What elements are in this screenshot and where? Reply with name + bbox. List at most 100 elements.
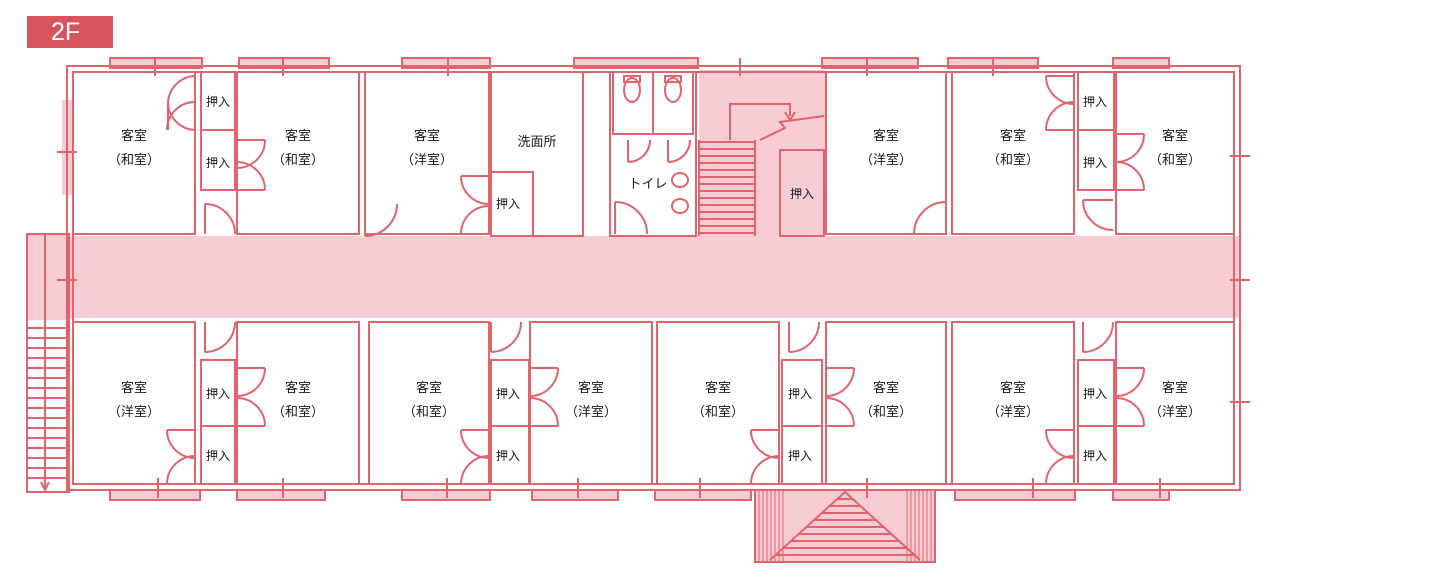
guest-room-south	[825, 321, 947, 485]
closet	[1077, 129, 1115, 191]
west-stair-frame	[26, 233, 70, 493]
door-swing	[166, 455, 196, 485]
door-swing	[236, 367, 266, 397]
door-swing	[750, 455, 780, 485]
toilet-label: トイレ	[628, 177, 667, 192]
door-swing	[167, 101, 196, 131]
room-label-guest: 客室	[873, 380, 899, 396]
door-swing	[1115, 133, 1145, 163]
room-label-guest: 客室	[121, 380, 147, 396]
porch-step	[758, 490, 932, 562]
room-label-guest: 客室	[1162, 128, 1188, 144]
porch-step	[754, 490, 936, 562]
toilet-tank	[664, 75, 682, 83]
room-label-type: （洋室）	[401, 152, 453, 168]
closet-label: 押入	[1083, 95, 1107, 109]
guest-room-north	[1115, 71, 1235, 235]
closet-label: 押入	[788, 387, 812, 401]
closet	[200, 425, 236, 485]
room-label-type: （洋室）	[565, 404, 617, 420]
door-swing	[788, 321, 820, 353]
balcony-south	[531, 489, 619, 501]
room-label-type: （洋室）	[108, 404, 160, 420]
room-label-guest: 客室	[1162, 380, 1188, 396]
guest-room-south	[236, 321, 360, 485]
door-swing	[460, 429, 490, 459]
washroom-label: 洗面所	[517, 135, 556, 150]
door-swing	[825, 367, 855, 397]
door-swing	[236, 161, 266, 191]
closet-label: 押入	[496, 449, 520, 463]
room-label-type: （和室）	[272, 404, 324, 420]
door-swing	[913, 201, 947, 235]
porch-step	[778, 490, 912, 562]
room-label-guest: 客室	[414, 128, 440, 144]
closet-label: 押入	[790, 187, 814, 201]
door-swing	[1115, 161, 1145, 191]
balcony-south	[236, 489, 326, 501]
door-swing	[166, 429, 196, 459]
room-label-type: （和室）	[272, 152, 324, 168]
porch-roof	[769, 490, 921, 561]
balcony-north	[573, 57, 699, 69]
door-swing	[460, 175, 490, 205]
urinal	[671, 198, 689, 214]
porch-step	[762, 490, 928, 562]
guest-room-north	[236, 71, 360, 235]
room-label-guest: 客室	[578, 380, 604, 396]
guest-room-north	[825, 71, 947, 235]
closet	[779, 149, 825, 237]
door-swing	[1115, 367, 1145, 397]
toilet-bowl	[664, 77, 682, 103]
closet-label: 押入	[1083, 449, 1107, 463]
room-label-guest: 客室	[1000, 128, 1026, 144]
room-label-type: （洋室）	[987, 404, 1039, 420]
closet-label: 押入	[1083, 156, 1107, 170]
floor-badge: 2F	[27, 16, 113, 48]
room-label-type: （和室）	[403, 404, 455, 420]
toilet-tank	[623, 75, 641, 83]
closet-label: 押入	[1083, 387, 1107, 401]
room-label-guest: 客室	[285, 380, 311, 396]
door-swing	[529, 367, 559, 397]
door-swing	[236, 139, 266, 169]
door-swing	[750, 429, 780, 459]
room-label-guest: 客室	[873, 128, 899, 144]
closet-label: 押入	[206, 156, 230, 170]
room-label-guest: 客室	[121, 128, 147, 144]
door-swing	[1082, 199, 1114, 231]
closet	[490, 425, 530, 485]
door-swing	[1045, 101, 1075, 131]
door-swing	[627, 139, 651, 163]
door-swing	[529, 397, 559, 427]
room-label-type: （和室）	[108, 152, 160, 168]
guest-room-north	[951, 71, 1075, 235]
guest-room-north	[364, 71, 490, 235]
guest-room-south	[951, 321, 1075, 485]
corridor	[67, 236, 1240, 318]
door-swing	[1045, 75, 1075, 105]
balcony-north	[821, 57, 919, 69]
room-label-guest: 客室	[705, 380, 731, 396]
closet-label: 押入	[206, 387, 230, 401]
stair-arrow-head	[40, 481, 50, 493]
door-swing	[1115, 397, 1145, 427]
room-label-guest: 客室	[285, 128, 311, 144]
room-label-type: （和室）	[692, 404, 744, 420]
door-swing	[364, 203, 398, 237]
stair-landing-west	[27, 234, 69, 320]
porch-step	[774, 490, 916, 562]
urinal	[671, 172, 689, 188]
door-swing	[1045, 455, 1075, 485]
door-swing	[460, 455, 490, 485]
closet	[781, 425, 823, 485]
washroom	[490, 71, 584, 237]
guest-room-south	[368, 321, 490, 485]
door-swing	[825, 397, 855, 427]
wall-layer	[26, 58, 1250, 562]
porch-step	[782, 490, 908, 562]
room-label-type: （洋室）	[1149, 404, 1201, 420]
closet-label: 押入	[496, 387, 520, 401]
door-swing	[167, 75, 196, 105]
